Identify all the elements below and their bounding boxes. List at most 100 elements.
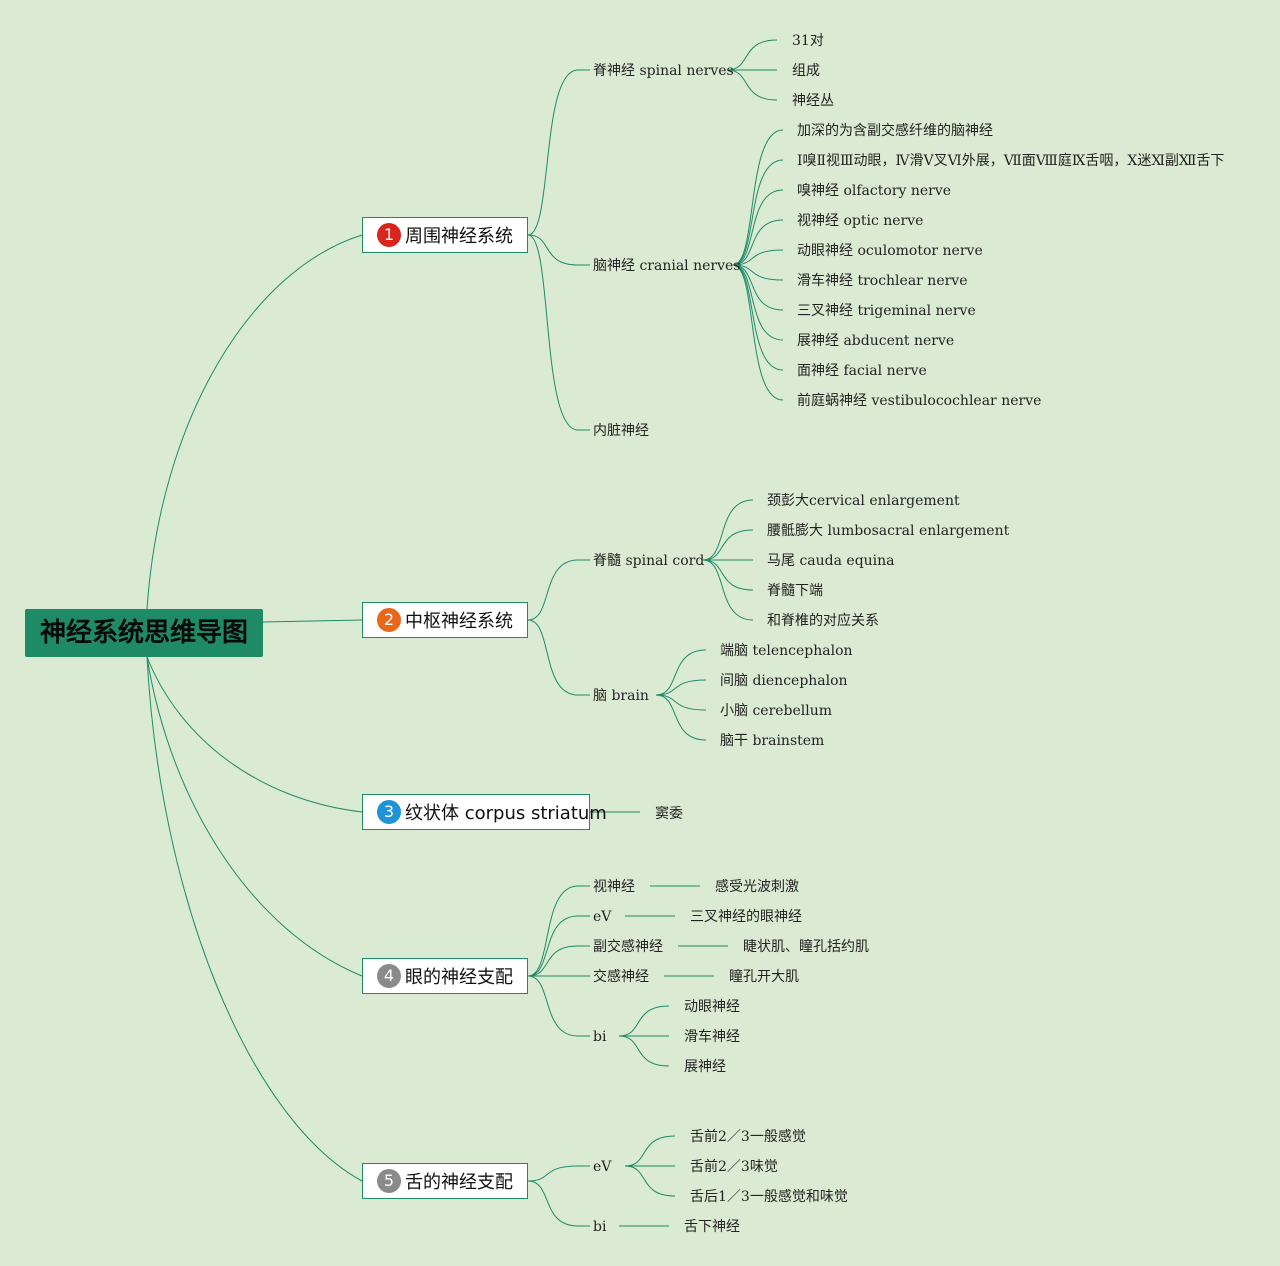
connector-line [624, 1165, 676, 1197]
branch-3-node[interactable]: 3 纹状体 corpus striatum [362, 794, 607, 830]
branch-3-label: 纹状体 corpus striatum [405, 803, 607, 824]
connector-line [702, 529, 754, 561]
subtopic[interactable]: 腰骶膨大 lumbosacral enlargement [767, 523, 1010, 539]
connector-line [527, 945, 590, 977]
subtopic[interactable]: 视神经 optic nerve [797, 213, 924, 229]
subtopic[interactable]: 颈彭大cervical enlargement [767, 493, 960, 509]
connector-line [655, 694, 707, 741]
subtopic[interactable]: 前庭蜗神经 vestibulocochlear nerve [797, 393, 1042, 409]
branch-5-number-badge: 5 [377, 1169, 401, 1193]
connector-line [527, 1165, 590, 1182]
connector-line [702, 559, 754, 591]
connector-line [732, 219, 784, 266]
subtopic[interactable]: 舌前2／3一般感觉 [690, 1129, 806, 1145]
topic-striatum-child[interactable]: 窦委 [655, 806, 683, 822]
connector-line [702, 559, 754, 621]
branch-4-node[interactable]: 4 眼的神经支配 [362, 958, 528, 994]
connector-line [732, 264, 784, 281]
connector-line [146, 656, 363, 977]
subtopic[interactable]: 脑干 brainstem [720, 733, 825, 749]
subtopic[interactable]: 瞳孔开大肌 [729, 969, 799, 985]
connector-line [527, 915, 590, 977]
subtopic[interactable]: Ⅰ嗅Ⅱ视Ⅲ动眼，Ⅳ滑Ⅴ叉Ⅵ外展，Ⅶ面Ⅷ庭Ⅸ舌咽，Ⅹ迷Ⅺ副Ⅻ舌下 [797, 153, 1225, 169]
connector-line [732, 159, 784, 266]
connector-line [527, 234, 590, 266]
subtopic[interactable]: 动眼神经 [684, 999, 740, 1015]
connector-line [527, 559, 590, 621]
topic-eye-sympathetic[interactable]: 交感神经 [593, 969, 649, 985]
connector-line [527, 885, 590, 977]
subtopic[interactable]: 展神经 abducent nerve [797, 333, 955, 349]
topic-eye-ev[interactable]: eV [593, 909, 612, 925]
subtopic[interactable]: 动眼神经 oculomotor nerve [797, 243, 983, 259]
branch-4-number-badge: 4 [377, 964, 401, 988]
subtopic[interactable]: 端脑 telencephalon [720, 643, 853, 659]
subtopic[interactable]: 睫状肌、瞳孔括约肌 [743, 939, 869, 955]
subtopic[interactable]: 马尾 cauda equina [767, 553, 895, 569]
topic-spinal-nerves[interactable]: 脊神经 spinal nerves [593, 63, 734, 79]
connector-line [527, 619, 590, 696]
connector-line [527, 1180, 590, 1227]
branch-2-label: 中枢神经系统 [405, 611, 513, 632]
branch-4-label: 眼的神经支配 [405, 967, 513, 988]
connector-line [527, 234, 590, 431]
connector-line [527, 975, 590, 1037]
connector-line [732, 264, 784, 341]
subtopic[interactable]: 脊髓下端 [767, 583, 823, 599]
branch-5-label: 舌的神经支配 [405, 1172, 513, 1193]
subtopic[interactable]: 滑车神经 trochlear nerve [797, 273, 968, 289]
topic-eye-bi[interactable]: bi [593, 1029, 607, 1045]
subtopic[interactable]: 组成 [792, 63, 820, 79]
branch-2-number-badge: 2 [377, 608, 401, 632]
subtopic[interactable]: 间脑 diencephalon [720, 673, 848, 689]
connector-line [624, 1135, 676, 1167]
connector-line [726, 69, 778, 101]
branch-2-node[interactable]: 2 中枢神经系统 [362, 602, 528, 638]
connector-line [732, 264, 784, 311]
connector-line [702, 499, 754, 561]
connector-line [726, 39, 778, 71]
subtopic[interactable]: 31对 [792, 33, 824, 49]
connector-line [655, 649, 707, 696]
topic-tongue-ev[interactable]: eV [593, 1159, 612, 1175]
topic-brain[interactable]: 脑 brain [593, 688, 649, 704]
subtopic[interactable]: 展神经 [684, 1059, 726, 1075]
subtopic[interactable]: 感受光波刺激 [715, 879, 799, 895]
subtopic[interactable]: 神经丛 [792, 93, 834, 109]
subtopic[interactable]: 舌后1／3一般感觉和味觉 [690, 1189, 848, 1205]
connector-line [146, 234, 363, 610]
subtopic[interactable]: 三叉神经的眼神经 [690, 909, 802, 925]
subtopic[interactable]: 三叉神经 trigeminal nerve [797, 303, 976, 319]
connector-line [732, 249, 784, 266]
root-node-title[interactable]: 神经系统思维导图 [25, 609, 263, 657]
connector-line [262, 619, 363, 623]
topic-spinal-cord[interactable]: 脊髓 spinal cord [593, 553, 705, 569]
subtopic[interactable]: 舌下神经 [684, 1219, 740, 1235]
connector-line [732, 264, 784, 401]
subtopic[interactable]: 嗅神经 olfactory nerve [797, 183, 952, 199]
connector-line [146, 656, 363, 813]
branch-1-number-badge: 1 [377, 223, 401, 247]
topic-eye-optic[interactable]: 视神经 [593, 879, 635, 895]
subtopic[interactable]: 滑车神经 [684, 1029, 740, 1045]
subtopic[interactable]: 小脑 cerebellum [720, 703, 833, 719]
connector-line [527, 69, 590, 236]
branch-1-label: 周围神经系统 [405, 226, 513, 247]
connector-line [146, 656, 363, 1182]
branch-3-number-badge: 3 [377, 800, 401, 824]
connector-line [618, 1035, 670, 1067]
topic-cranial-nerves[interactable]: 脑神经 cranial nerves [593, 258, 741, 274]
topic-tongue-bi[interactable]: bi [593, 1219, 607, 1235]
subtopic[interactable]: 面神经 facial nerve [797, 363, 927, 379]
topic-eye-parasympathetic[interactable]: 副交感神经 [593, 939, 663, 955]
subtopic[interactable]: 加深的为含副交感纤维的脑神经 [797, 123, 993, 139]
branch-1-node[interactable]: 1 周围神经系统 [362, 217, 528, 253]
subtopic[interactable]: 和脊椎的对应关系 [767, 613, 879, 629]
subtopic[interactable]: 舌前2／3味觉 [690, 1159, 778, 1175]
connector-line [732, 189, 784, 266]
connector-line [618, 1005, 670, 1037]
topic-visceral-nerves[interactable]: 内脏神经 [593, 423, 649, 439]
connector-line [655, 679, 707, 696]
branch-5-node[interactable]: 5 舌的神经支配 [362, 1163, 528, 1199]
